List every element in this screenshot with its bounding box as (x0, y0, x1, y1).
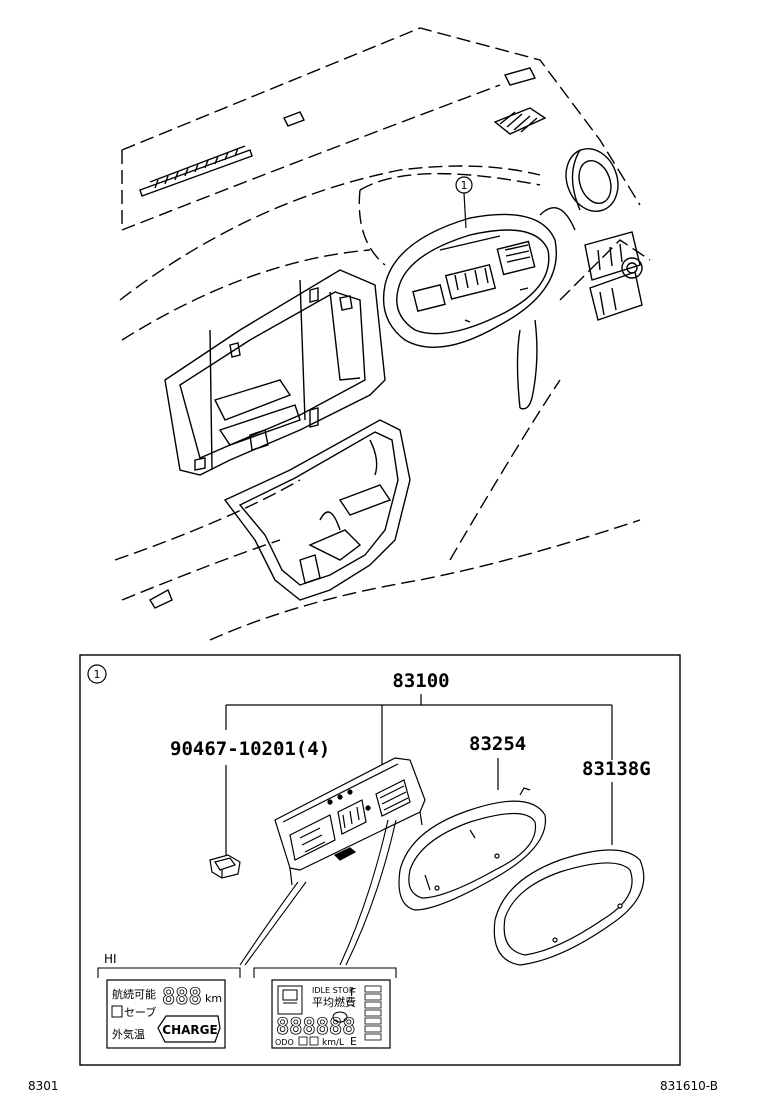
glass-part (493, 849, 645, 966)
fuel-gauge-bars (364, 985, 382, 1041)
clip-part (209, 854, 241, 879)
fuel-icon (111, 1005, 123, 1018)
right-display-avg: 平均燃費 (312, 995, 356, 1009)
right-display-odo: ODO (275, 1038, 294, 1047)
left-display-unit: km (205, 992, 222, 1005)
fuel-full-label: F (350, 986, 356, 999)
footer-left-code: 8301 (28, 1079, 59, 1093)
leader-lines (225, 694, 613, 858)
variant-label: HI (104, 952, 117, 966)
side-vent-top (493, 67, 547, 135)
defroster-vent (139, 145, 253, 197)
gear-indicator (277, 985, 303, 1015)
variant-bracket-right (253, 967, 397, 978)
right-display: IDLE STOP 平均燃費 888888 ODO km/L F E (271, 979, 391, 1049)
right-display-digits: 888888 (276, 1015, 355, 1040)
callout-box-number: 1 (94, 668, 101, 681)
lens-part (398, 787, 547, 911)
switch-cluster (584, 231, 643, 321)
meter-assembly (274, 757, 426, 886)
label-83254: 83254 (469, 733, 526, 755)
right-display-unit: km/L (322, 1038, 344, 1048)
hybrid-icon (332, 1011, 348, 1023)
callout-top-number: 1 (461, 179, 468, 192)
label-90467-10201: 90467-10201(4) (170, 738, 330, 760)
right-display-idle: IDLE STOP (312, 986, 354, 995)
variant-bracket-left (97, 967, 241, 978)
variant-leader-lines (239, 819, 397, 966)
trip-a-icon (298, 1036, 308, 1046)
fuel-empty-label: E (350, 1035, 357, 1048)
trip-b-icon (309, 1036, 319, 1046)
dashboard-illustration (114, 27, 651, 641)
center-frame (164, 269, 386, 476)
label-83138G: 83138G (582, 758, 651, 780)
sensor-box (283, 111, 305, 127)
battery-icon (157, 1015, 221, 1043)
center-console (149, 419, 411, 609)
left-display-charge: CHARGE (162, 1023, 217, 1037)
left-display: 航続可能 888 km セーブ 外気温 CHARGE (106, 979, 226, 1049)
callout-box: 1 (87, 664, 107, 684)
side-vent-round (565, 148, 619, 212)
meter-housing (382, 207, 576, 410)
left-display-line2: セーブ (124, 1005, 156, 1019)
label-83100: 83100 (392, 670, 449, 692)
left-display-digits: 888 (162, 985, 202, 1010)
left-display-line1: 航続可能 (112, 987, 156, 1001)
left-display-line3: 外気温 (112, 1027, 145, 1041)
footer-right-code: 831610-B (660, 1079, 718, 1093)
detail-box (79, 654, 681, 1066)
callout-top: 1 (455, 176, 473, 229)
